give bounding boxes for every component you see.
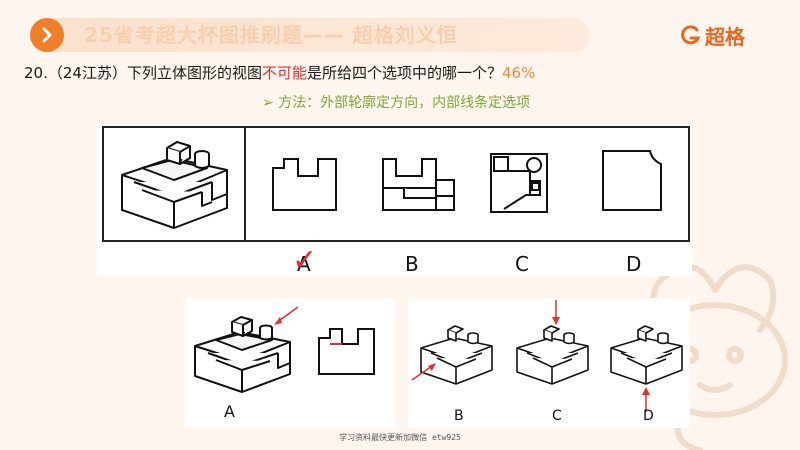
question-text-after: 是所给四个选项中的哪一个？ [306,64,502,82]
accuracy-rate: 46% [502,64,536,82]
problem-divider [244,126,246,242]
option-a-view [272,158,337,211]
explanation-label-d: D [643,408,654,424]
option-label-a: A [297,252,311,276]
problem-figure-box [102,126,690,242]
option-label-b: B [405,252,419,276]
option-label-c: C [515,252,529,276]
explanation-arrow-c [552,300,560,325]
explanation-view-a [318,328,375,375]
question-number: 20. [24,64,48,82]
brand-icon [681,25,701,45]
explanation-arrow-d [642,387,650,412]
option-label-d: D [626,252,642,276]
question-source: （24江苏） [47,64,127,82]
method-bullet: ➢ [262,95,274,111]
question-text-before: 下列立体图形的视图 [126,64,262,82]
answer-check-mark: ✓ [292,243,318,278]
question-highlight: 不可能 [261,64,307,82]
method-text: 方法：外部轮廓定方向，内部线条定选项 [278,95,531,111]
header-bar [30,18,590,52]
option-d-view [602,150,662,211]
explanation-label-a: A [224,402,235,421]
explanation-label-c: C [552,408,562,424]
option-b-view [382,158,455,211]
explanation-solid-b [420,325,493,385]
footer-watermark: 学习资料最快更新加微信 etw925 [339,433,461,442]
explanation-label-b: B [454,408,464,424]
explanation-solid-d [610,325,683,385]
option-c-view [490,153,548,213]
chevron-right-icon [30,18,64,52]
explanation-arrow-a [274,306,299,325]
question-text: 20.（24江苏）下列立体图形的视图不可能是所给四个选项中的哪一个？46% [24,63,535,83]
explanation-arrow-b [411,363,436,381]
solid-figure [121,141,228,229]
explanation-solid-c [516,325,589,385]
brand-name: 超格 [705,24,745,49]
header-title: 25省考超大杯图推刷题—— 超格刘义恒 [84,23,458,47]
brand-logo: 超格 [681,22,745,49]
method-hint: ➢ 方法：外部轮廓定方向，内部线条定选项 [262,94,530,112]
explanation-solid-a [194,316,291,393]
